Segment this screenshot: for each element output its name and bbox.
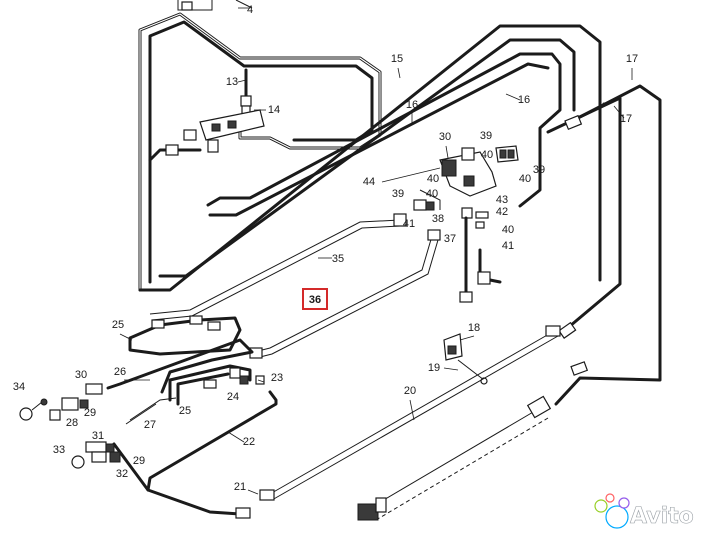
callout-18: 18: [468, 322, 480, 334]
callout-32: 32: [116, 468, 128, 480]
callout-14: 14: [268, 104, 280, 116]
callout-40: 40: [519, 173, 531, 185]
hose-17: [546, 84, 662, 406]
hose-25-lower: [168, 364, 265, 406]
leaders: [119, 7, 633, 495]
callout-28: 28: [66, 417, 78, 429]
callout-34: 34: [13, 381, 25, 393]
callout-40: 40: [481, 149, 493, 161]
callout-25: 25: [112, 319, 124, 331]
tube-cylinder: [357, 395, 552, 521]
callout-27: 27: [144, 419, 156, 431]
callout-23: 23: [271, 372, 283, 384]
callout-31: 31: [92, 430, 104, 442]
callout-41: 41: [403, 218, 415, 230]
avito-dots-icon: [594, 493, 630, 529]
avito-dot: [618, 497, 630, 509]
callout-17: 17: [626, 53, 638, 65]
callout-16: 16: [406, 99, 418, 111]
avito-dot: [594, 499, 608, 513]
callout-13: 13: [226, 76, 238, 88]
callout-30: 30: [75, 369, 87, 381]
avito-dot: [605, 493, 615, 503]
hose-15: [138, 12, 602, 292]
line-35: [149, 213, 407, 321]
callout-40: 40: [502, 224, 514, 236]
callout-22: 22: [243, 436, 255, 448]
callout-19: 19: [428, 362, 440, 374]
callout-41: 41: [502, 240, 514, 252]
callout-40: 40: [426, 188, 438, 200]
hose-13: [240, 68, 252, 115]
bracket-18-19: [443, 333, 488, 385]
callout-30: 30: [439, 131, 451, 143]
valve-down-hose: [459, 216, 502, 303]
highlight-box: [302, 288, 328, 310]
line-36: [249, 229, 441, 359]
hose-22: [112, 390, 278, 519]
callout-40: 40: [427, 173, 439, 185]
callout-39: 39: [392, 188, 404, 200]
hose-27: [125, 397, 177, 425]
callout-33: 33: [53, 444, 65, 456]
callout-36-label: 36: [309, 294, 321, 306]
avito-watermark: Avito: [594, 493, 694, 529]
hose-16: [158, 38, 576, 278]
top-bracket: [177, 0, 253, 11]
callout-26: 26: [114, 366, 126, 378]
callout-29: 29: [84, 407, 96, 419]
avito-dot: [605, 505, 629, 529]
callout-35: 35: [332, 253, 344, 265]
hose-25-upper: [128, 315, 242, 356]
callout-16: 16: [518, 94, 530, 106]
valve-30: [413, 145, 519, 229]
callout-15: 15: [391, 53, 403, 65]
callout-43: 43: [496, 194, 508, 206]
highlight-36[interactable]: 36: [302, 288, 328, 310]
callout-39: 39: [533, 164, 545, 176]
hose-26: [85, 338, 254, 395]
avito-brand-text: Avito: [630, 504, 694, 529]
small-parts-left: [19, 397, 121, 469]
callout-24: 24: [227, 391, 239, 403]
callout-38: 38: [432, 213, 444, 225]
callout-20: 20: [404, 385, 416, 397]
manifold-14: [148, 109, 265, 162]
callout-44: 44: [363, 176, 375, 188]
callout-42: 42: [496, 206, 508, 218]
callout-4: 4: [247, 4, 253, 16]
callout-21: 21: [234, 481, 246, 493]
callout-37: 37: [444, 233, 456, 245]
line-20: [259, 325, 561, 501]
callout-29: 29: [133, 455, 145, 467]
callout-25: 25: [179, 405, 191, 417]
callout-39: 39: [480, 130, 492, 142]
callout-17: 17: [620, 113, 632, 125]
